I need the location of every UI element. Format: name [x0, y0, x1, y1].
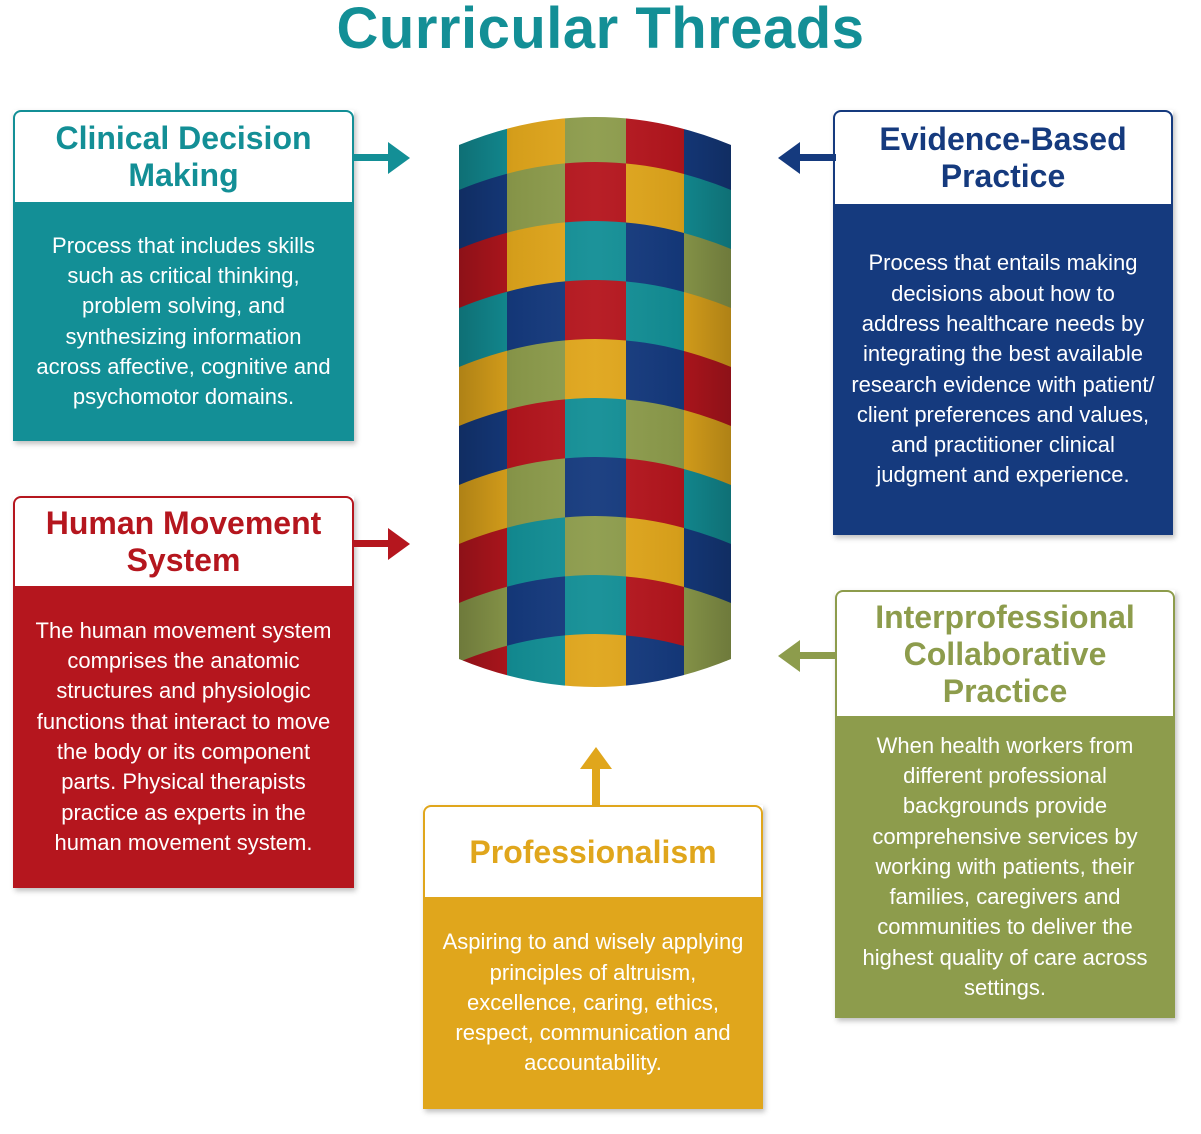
card-human-movement-system: Human Movement System The human movement…: [13, 496, 354, 888]
page-title: Curricular Threads: [336, 0, 865, 61]
card-movement-text: The human movement system comprises the …: [35, 617, 332, 855]
arrow-left-icon: [778, 640, 836, 672]
card-evidence-title: Evidence-Based Practice: [879, 121, 1127, 194]
card-interprofessional-collaborative-practice: Interprofessional Collaborative Practice…: [835, 590, 1175, 1018]
arrow-right-icon: [352, 528, 410, 560]
arrow-left-icon: [778, 142, 836, 174]
card-interprofessional-title: Interprofessional Collaborative Practice: [875, 598, 1135, 709]
card-evidence-text: Process that entails making decisions ab…: [851, 250, 1155, 488]
card-professionalism-header: Professionalism: [423, 805, 763, 897]
card-evidence-body: Process that entails making decisions ab…: [833, 204, 1173, 535]
card-clinical-decision-making: Clinical Decision Making Process that in…: [13, 110, 354, 441]
card-professionalism: Professionalism Aspiring to and wisely a…: [423, 805, 763, 1109]
arrow-right-icon: [352, 142, 410, 174]
card-professionalism-title: Professionalism: [469, 833, 717, 870]
card-movement-body: The human movement system comprises the …: [13, 586, 354, 888]
card-evidence-header: Evidence-Based Practice: [833, 110, 1173, 204]
card-interprofessional-text: When health workers from different profe…: [862, 732, 1148, 1001]
card-professionalism-text: Aspiring to and wisely applying principl…: [442, 929, 744, 1076]
card-clinical-text: Process that includes skills such as cri…: [36, 232, 331, 410]
card-evidence-based-practice: Evidence-Based Practice Process that ent…: [833, 110, 1173, 535]
card-movement-title: Human Movement System: [45, 505, 322, 578]
card-clinical-title: Clinical Decision Making: [55, 120, 312, 193]
curricular-cylinder-mosaic: [459, 117, 731, 687]
card-interprofessional-header: Interprofessional Collaborative Practice: [835, 590, 1175, 716]
card-professionalism-body: Aspiring to and wisely applying principl…: [423, 897, 763, 1109]
card-interprofessional-body: When health workers from different profe…: [835, 716, 1175, 1018]
card-clinical-header: Clinical Decision Making: [13, 110, 354, 202]
arrow-up-icon: [580, 747, 612, 807]
card-movement-header: Human Movement System: [13, 496, 354, 586]
card-clinical-body: Process that includes skills such as cri…: [13, 202, 354, 441]
